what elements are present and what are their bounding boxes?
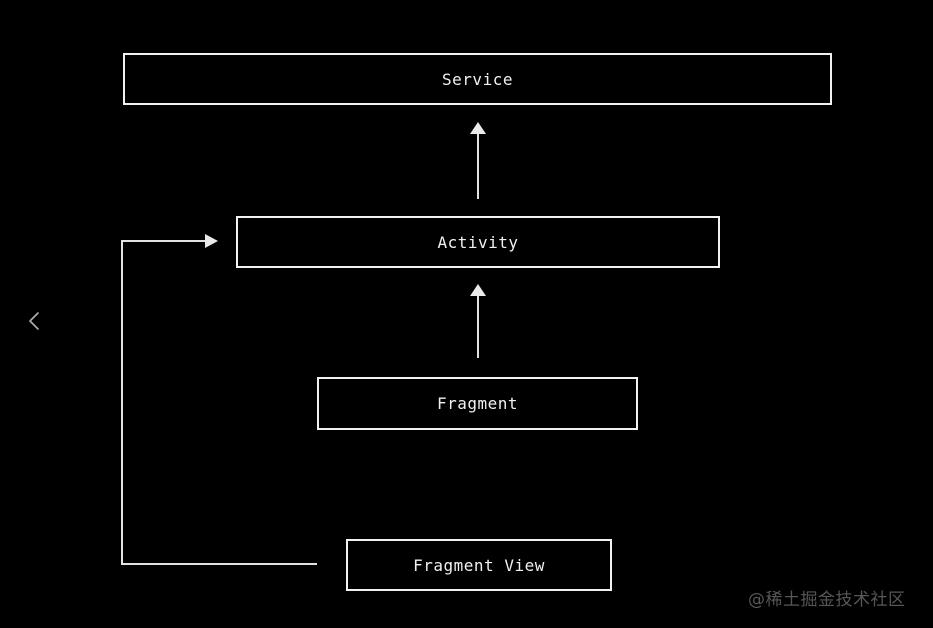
edge-fragment-to-activity-line: [477, 295, 479, 358]
watermark: @稀土掘金技术社区: [748, 590, 906, 610]
edge-fragmentview-to-activity-top-segment: [121, 240, 205, 242]
edge-fragmentview-to-activity-bottom-segment: [121, 563, 317, 565]
node-service-label: Service: [442, 69, 513, 89]
node-activity: Activity: [236, 216, 720, 268]
node-activity-label: Activity: [437, 232, 519, 252]
node-fragment-label: Fragment: [436, 394, 519, 413]
arrow-up-icon: [470, 122, 486, 134]
node-fragment: Fragment: [317, 377, 638, 430]
node-fragment-view-label: Fragment View: [413, 555, 545, 575]
arrow-up-icon: [470, 284, 486, 296]
prev-slide-button[interactable]: [26, 309, 42, 333]
node-fragment-view: Fragment View: [346, 539, 612, 591]
chevron-left-icon: [29, 312, 39, 330]
arrow-right-icon: [205, 234, 218, 248]
node-service: Service: [123, 53, 832, 105]
edge-fragmentview-to-activity-vertical-segment: [121, 240, 123, 565]
edge-activity-to-service-line: [477, 133, 479, 199]
